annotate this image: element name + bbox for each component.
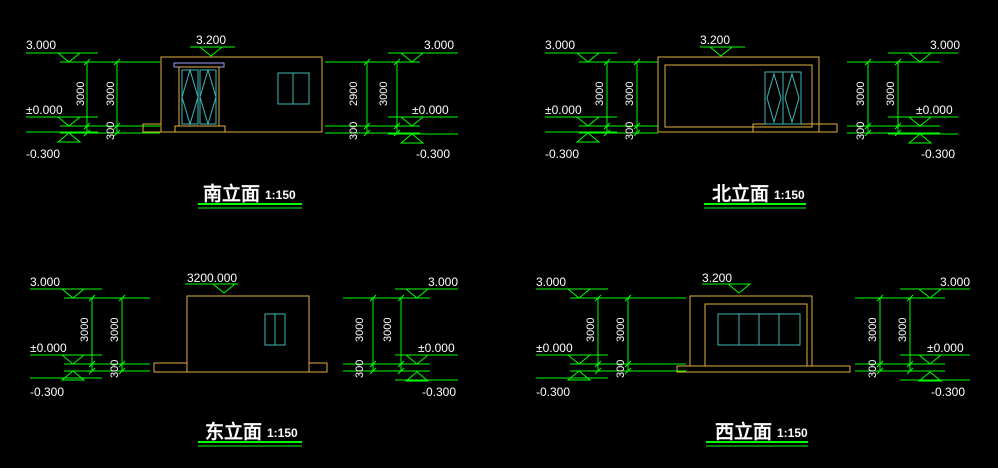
right-bottom-level: -0.300 xyxy=(921,147,955,161)
left-base-dim: 300 xyxy=(624,122,636,140)
south-elevation: 3.000 ±0.000 -0.300 3.200 3.000 ±0.000 -… xyxy=(26,33,458,209)
right-outer-dim: 3000 xyxy=(867,318,879,342)
right-inner-dim: 3000 xyxy=(897,318,909,342)
elevation-scale: 1:150 xyxy=(774,188,805,202)
dimension-lines xyxy=(536,283,970,382)
roof-level: 3.200 xyxy=(702,271,732,285)
left-ground-level: ±0.000 xyxy=(536,341,573,355)
right-top-level: 3.000 xyxy=(428,275,458,289)
left-top-level: 3.000 xyxy=(26,38,56,52)
elevation-scale: 1:150 xyxy=(777,426,808,440)
dimension-lines xyxy=(545,46,958,144)
left-outer-dim: 3000 xyxy=(594,82,606,106)
left-ground-level: ±0.000 xyxy=(26,103,63,117)
left-base-dim: 300 xyxy=(615,360,627,378)
left-top-level: 3.000 xyxy=(536,275,566,289)
right-inner-dim: 3000 xyxy=(885,82,897,106)
left-ground-level: ±0.000 xyxy=(545,103,582,117)
right-base-dim: 300 xyxy=(867,360,879,378)
right-outer-dim: 3000 xyxy=(855,82,867,106)
building-outline xyxy=(142,56,323,133)
left-inner-dim: 3000 xyxy=(105,82,117,106)
roof-level: 3.200 xyxy=(196,33,226,47)
right-outer-dim: 2900 xyxy=(348,82,360,106)
left-top-level: 3.000 xyxy=(30,275,60,289)
elevation-title: 东立面 xyxy=(205,420,262,443)
right-ground-level: ±0.000 xyxy=(927,341,964,355)
elevation-scale: 1:150 xyxy=(265,188,296,202)
west-elevation: 3.000 ±0.000 -0.300 3.200 3.000 ±0.000 -… xyxy=(536,271,970,447)
north-elevation: 3.000 ±0.000 -0.300 3.200 3.000 ±0.000 -… xyxy=(545,33,960,209)
right-base-dim: 300 xyxy=(855,122,867,140)
left-base-dim: 300 xyxy=(105,122,117,140)
left-outer-dim: 3000 xyxy=(75,82,87,106)
building-outline xyxy=(676,295,851,373)
right-outer-dim: 3000 xyxy=(354,318,366,342)
dimension-lines xyxy=(30,283,458,382)
east-elevation: 3.000 ±0.000 -0.300 3200.000 3.000 ±0.00… xyxy=(30,271,458,447)
right-ground-level: ±0.000 xyxy=(916,103,953,117)
dimension-lines xyxy=(26,46,458,144)
right-ground-level: ±0.000 xyxy=(412,103,449,117)
elevation-title: 南立面 xyxy=(203,182,260,205)
elevation-title: 西立面 xyxy=(715,420,772,443)
left-bottom-level: -0.300 xyxy=(26,147,60,161)
right-ground-level: ±0.000 xyxy=(418,341,455,355)
right-base-dim: 300 xyxy=(348,122,360,140)
elevation-scale: 1:150 xyxy=(267,426,298,440)
left-outer-dim: 3000 xyxy=(79,318,91,342)
left-inner-dim: 3000 xyxy=(624,82,636,106)
right-base-dim: 300 xyxy=(354,360,366,378)
roof-level: 3.200 xyxy=(700,33,730,47)
left-base-dim: 300 xyxy=(109,360,121,378)
left-ground-level: ±0.000 xyxy=(30,341,67,355)
right-top-level: 3.000 xyxy=(940,275,970,289)
left-inner-dim: 3000 xyxy=(615,318,627,342)
roof-level: 3200.000 xyxy=(187,271,237,285)
right-bottom-level: -0.300 xyxy=(416,147,450,161)
building-outline xyxy=(153,295,328,373)
left-bottom-level: -0.300 xyxy=(536,385,570,399)
right-top-level: 3.000 xyxy=(424,38,454,52)
left-bottom-level: -0.300 xyxy=(545,147,579,161)
left-bottom-level: -0.300 xyxy=(30,385,64,399)
building-outline xyxy=(657,56,838,133)
left-top-level: 3.000 xyxy=(545,38,575,52)
right-top-level: 3.000 xyxy=(930,38,960,52)
right-bottom-level: -0.300 xyxy=(931,385,965,399)
right-inner-dim: 3000 xyxy=(378,82,390,106)
left-inner-dim: 3000 xyxy=(109,318,121,342)
right-bottom-level: -0.300 xyxy=(422,385,456,399)
left-outer-dim: 3000 xyxy=(585,318,597,342)
elevation-title: 北立面 xyxy=(712,182,769,205)
right-inner-dim: 3000 xyxy=(382,318,394,342)
